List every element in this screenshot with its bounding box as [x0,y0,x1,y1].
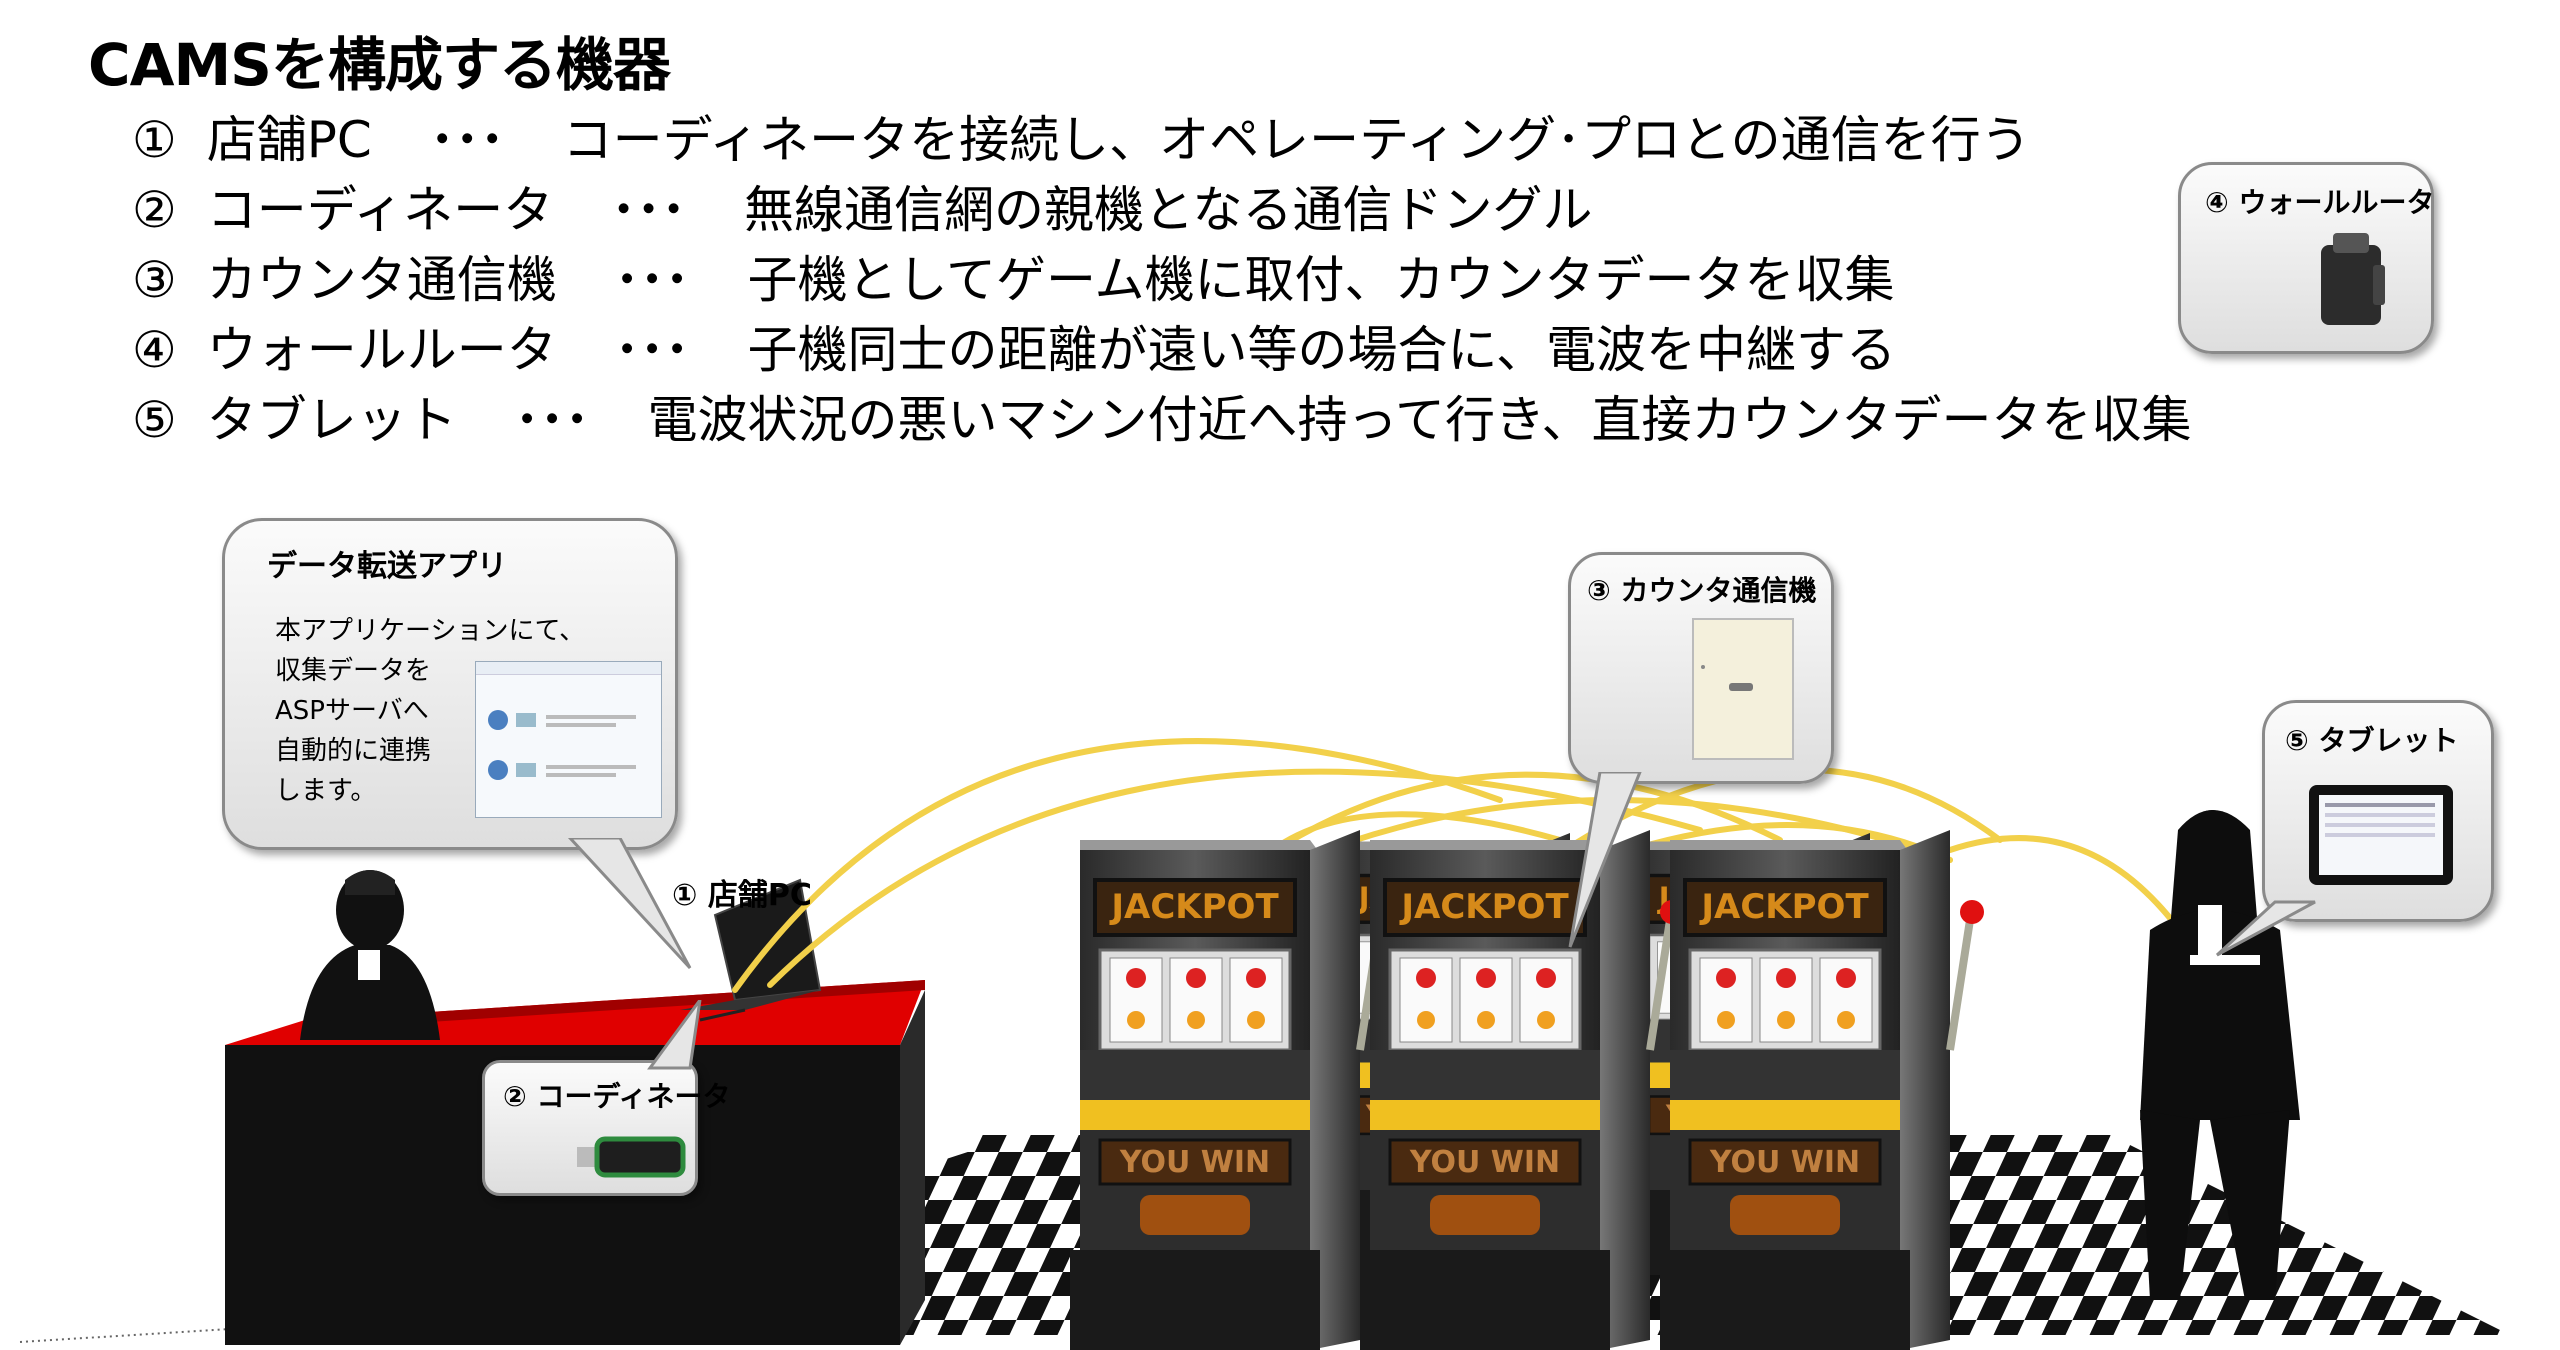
you-win-label: YOU WIN [1119,1145,1270,1180]
item-number: ③ [132,251,177,309]
callout-pointer [1568,772,1642,948]
jackpot-label: JACKPOT [1109,887,1279,927]
cherry-icon [1536,968,1556,988]
callout-text-line: 自動的に連携 [275,736,432,766]
item-description: 無線通信網の親機となる通信ドングル [744,181,1593,239]
list-item: ① 店舗PC ･･･ コーディネータを接続し、オペレーティング･プロとの通信を行… [132,100,2031,172]
you-win-label: YOU WIN [1409,1145,1560,1180]
jackpot-label: JACKPOT [1399,887,1569,927]
cherry-icon [1186,968,1206,988]
item-separator: ･･･ [429,111,505,169]
item-description: コーディネータを接続し、オペレーティング･プロとの通信を行う [562,111,2031,169]
cherry-icon [1416,968,1436,988]
item-name: 店舗PC [206,111,372,169]
bell-icon [1777,1011,1795,1029]
lever-knob [1960,900,1984,924]
item-separator: ･･･ [611,181,687,239]
laptop [680,878,822,1022]
list-item: ② コーディネータ ･･･ 無線通信網の親機となる通信ドングル [132,170,1593,242]
slot-machine: JACKPOT YOU WIN [1070,830,1394,1350]
bell-icon [1537,1011,1555,1029]
item-name: コーディネータ [206,181,554,239]
item-number: ② [132,181,177,239]
callout-wall-router: ④ ウォールルータ [2178,162,2434,354]
label-store-pc: ① 店舗PC [672,878,812,913]
item-description: 子機としてゲーム機に取付、カウンタデータを収集 [747,251,1895,309]
item-name: タブレット [206,391,457,449]
bell-icon [1127,1011,1145,1029]
item-separator: ･･･ [514,391,590,449]
callout-label: ⑤ タブレット [2285,724,2459,757]
callout-data-transfer-app: データ転送アプリ 本アプリケーションにて、 収集データを ASPサーバへ 自動的… [222,518,678,850]
bell-icon [1247,1011,1265,1029]
item-number: ⑤ [132,391,177,449]
cherry-icon [1836,968,1856,988]
cherry-icon [1126,968,1146,988]
callout-label: ④ ウォールルータ [2205,186,2435,219]
item-description: 電波状況の悪いマシン付近へ持って行き、直接カウンタデータを収集 [647,391,2192,449]
bell-icon [1417,1011,1435,1029]
router-device-icon [2321,233,2385,325]
you-win-label: YOU WIN [1709,1145,1860,1180]
callout-text-line: 収集データを [275,656,432,686]
item-number: ④ [132,321,177,379]
item-name: カウンタ通信機 [206,251,557,309]
staff-woman-silhouette [2140,810,2300,1300]
bell-icon [1717,1011,1735,1029]
callout-title: データ転送アプリ [267,549,507,584]
bell-icon [1837,1011,1855,1029]
item-description: 子機同士の距離が遠い等の場合に、電波を中継する [747,321,1897,379]
staff-silhouette [300,870,440,1040]
callout-counter-device: ③ カウンタ通信機 [1568,552,1834,784]
counter-device-icon [1692,618,1794,760]
callout-coordinator: ② コーディネータ [482,1060,731,1196]
callout-text-line: ASPサーバへ [275,696,429,726]
tablet-device-icon [2309,785,2453,885]
callout-label: ② コーディネータ [503,1080,731,1113]
callout-pointer [647,1000,702,1070]
list-item: ⑤ タブレット ･･･ 電波状況の悪いマシン付近へ持って行き、直接カウンタデータ… [132,380,2192,452]
callout-text-line: します。 [275,776,377,806]
item-separator: ･･･ [614,321,690,379]
bell-icon [1187,1011,1205,1029]
cherry-icon [1476,968,1496,988]
item-name: ウォールルータ [206,321,557,379]
item-number: ① [132,111,177,169]
list-item: ③ カウンタ通信機 ･･･ 子機としてゲーム機に取付、カウンタデータを収集 [132,240,1895,312]
slot-machine: JACKPOT YOU WIN [1660,830,1984,1350]
callout-text-line: 本アプリケーションにて、 [275,616,586,646]
jackpot-label: JACKPOT [1699,887,1869,927]
cherry-icon [1246,968,1266,988]
item-separator: ･･･ [614,251,690,309]
callout-body: 本アプリケーションにて、 収集データを ASPサーバへ 自動的に連携 します。 [275,611,585,811]
callout-tablet: ⑤ タブレット [2262,700,2494,922]
slot-machines: JACKPOT YOU WIN JACKPOT YOU WIN JACKPOT YOU W… [1070,830,1984,1350]
cherry-icon [1776,968,1796,988]
callout-pointer [2215,900,2316,957]
page-title: CAMSを構成する機器 [88,31,671,99]
cherry-icon [1716,968,1736,988]
usb-dongle-icon [577,1136,686,1178]
app-window-thumbnail [475,661,662,818]
slot-machine: JACKPOT YOU WIN [1360,830,1684,1350]
callout-pointer [567,838,692,970]
list-item: ④ ウォールルータ ･･･ 子機同士の距離が遠い等の場合に、電波を中継する [132,310,1896,382]
callout-label: ③ カウンタ通信機 [1587,574,1817,607]
bell-icon [1477,1011,1495,1029]
